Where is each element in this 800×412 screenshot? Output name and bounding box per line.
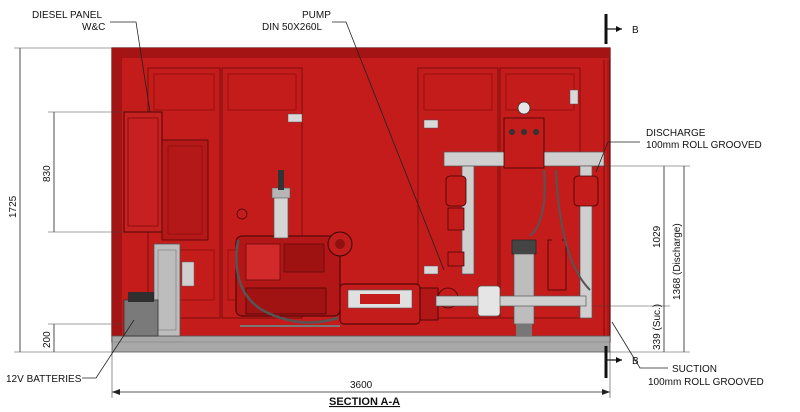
dim-overall-height: 1725 <box>8 195 19 218</box>
dim-suction-height: 339 (Suc.) <box>652 304 663 350</box>
section-mark-top-label: B <box>632 25 639 36</box>
diesel-panel-label-line2: W&C <box>82 22 105 33</box>
base-frame <box>111 335 611 353</box>
section-marker-top <box>604 14 622 44</box>
dim-overall-length: 3600 <box>350 380 373 391</box>
discharge-label-line1: DISCHARGE <box>646 128 706 139</box>
suction-label-line2: 100mm ROLL GROOVED <box>648 377 764 388</box>
suction-label-line1: SUCTION <box>672 364 717 375</box>
dimension-lines <box>14 47 690 398</box>
dim-discharge-total: 1368 (Discharge) <box>672 223 683 300</box>
fire-pump <box>339 283 459 325</box>
pump-label-line2: DIN 50X260L <box>262 22 322 33</box>
section-mark-bottom-label: B <box>632 356 639 367</box>
piping-system <box>435 101 605 336</box>
leader-lines <box>82 21 668 379</box>
dim-battery-height: 200 <box>42 331 53 348</box>
section-marker-bottom <box>604 346 622 378</box>
battery-rack <box>123 243 195 337</box>
diesel-panel <box>123 111 209 241</box>
pump-label-line1: PUMP <box>302 10 331 21</box>
batteries-label: 12V BATTERIES <box>6 374 82 385</box>
dim-panel-height: 830 <box>42 165 53 182</box>
section-title: SECTION A-A <box>329 396 400 408</box>
diesel-panel-label-line1: DIESEL PANEL <box>32 10 102 21</box>
dim-discharge-height: 1029 <box>652 225 663 248</box>
diesel-engine <box>235 170 353 327</box>
discharge-label-line2: 100mm ROLL GROOVED <box>646 140 762 151</box>
